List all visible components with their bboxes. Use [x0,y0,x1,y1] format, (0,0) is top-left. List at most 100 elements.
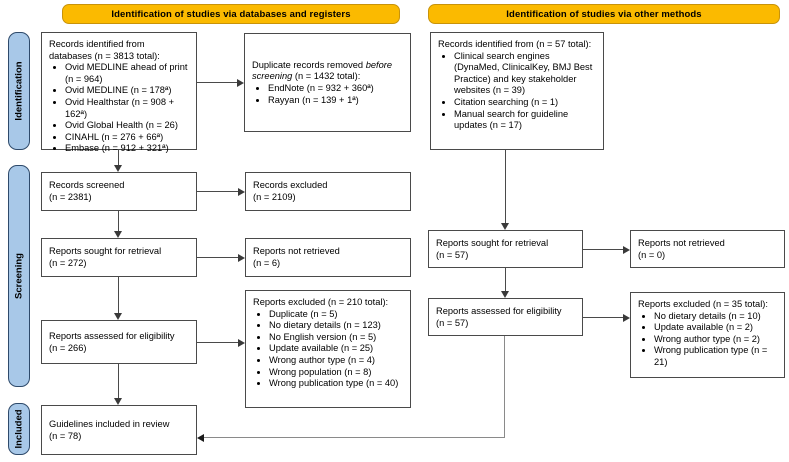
reports-assessed-line2: (n = 266) [49,342,87,353]
box-reports-sought-retrieval: Reports sought for retrieval (n = 272) [41,238,197,277]
box-reports-assessed-eligibility-other: Reports assessed for eligibility (n = 57… [428,298,583,336]
included-line1: Guidelines included in review [49,418,170,429]
box-reports-not-retrieved: Reports not retrieved (n = 6) [245,238,411,277]
included-line2: (n = 78) [49,430,82,441]
list-item: Rayyan (n = 139 + 1ª) [268,95,403,107]
list-item: Citation searching (n = 1) [454,97,596,109]
stage-label-identification: Identification [13,61,25,121]
duplicates-title-italic: before screening [252,59,393,82]
list-item: Ovid Healthstar (n = 908 + 162ª) [65,97,189,120]
records-identified-title: Records identified from databases (n = 3… [49,39,160,61]
reports-sought-line2: (n = 272) [49,258,87,268]
reports-sought-line1: Reports sought for retrieval [49,246,162,257]
reports-excluded-list: Duplicate (n = 5) No dietary details (n … [253,309,403,390]
reports-excluded-other-title: Reports excluded (n = 35 total): [638,299,768,309]
arrowhead-assessed-to-excluded210 [238,338,245,347]
records-identified-list: Ovid MEDLINE ahead of print (n = 964) Ov… [49,62,189,155]
stage-bar-included: Included [8,403,30,455]
header-databases-registers-label: Identification of studies via databases … [111,8,351,20]
connector-screened-to-excluded [197,191,238,193]
arrowhead-other-sought-to-assessed [501,291,509,298]
connector-other-assessed-to-excluded35 [583,317,623,319]
duplicates-title-post: (n = 1432 total): [292,71,361,82]
list-item: Clinical search engines (DynaMed, Clinic… [454,51,596,97]
connector-assessed-to-excluded210 [197,342,238,344]
list-item: Manual search for guideline updates (n =… [454,109,596,132]
list-item: Update available (n = 25) [269,343,403,355]
box-reports-excluded-210: Reports excluded (n = 210 total): Duplic… [245,290,411,408]
list-item: No dietary details (n = 10) [654,311,777,323]
list-item: Embase (n = 912 + 321ª) [65,143,189,155]
arrowhead-other-identified-to-sought [501,223,509,230]
arrowhead-identified-to-screened [114,165,122,172]
list-item: Duplicate (n = 5) [269,309,403,321]
arrowhead-sought-to-assessed [114,313,122,320]
reports-assessed-other-line1: Reports assessed for eligibility [436,305,562,316]
arrowhead-sought-to-notretrieved [238,253,245,262]
box-reports-assessed-eligibility: Reports assessed for eligibility (n = 26… [41,320,197,364]
arrowhead-identified-to-duplicates [237,78,244,87]
stage-bar-screening: Screening [8,165,30,387]
arrowhead-screened-to-sought [114,231,122,238]
records-excluded-line2: (n = 2109) [253,192,296,202]
connector-other-assessed-to-included [200,437,505,439]
list-item: Ovid Global Health (n = 26) [65,120,189,132]
reports-excluded-title: Reports excluded (n = 210 total): [253,297,389,307]
box-records-identified-databases: Records identified from databases (n = 3… [41,32,197,153]
connector-screened-to-sought [118,211,120,231]
reports-not-retrieved-other-line1: Reports not retrieved [638,237,725,248]
duplicates-title: Duplicate records removed before screeni… [252,60,403,83]
connector-sought-to-assessed [118,277,120,313]
arrowhead-other-assessed-to-excluded35 [623,313,630,322]
connector-identified-to-duplicates [197,82,237,84]
list-item: CINAHL (n = 276 + 66ª) [65,132,189,144]
records-identified-other-title: Records identified from (n = 57 total): [438,39,592,49]
records-identified-other-list: Clinical search engines (DynaMed, Clinic… [438,51,596,132]
box-records-screened: Records screened (n = 2381) [41,172,197,211]
list-item: No dietary details (n = 123) [269,320,403,332]
duplicates-list: EndNote (n = 932 + 360ª) Rayyan (n = 139… [252,83,403,106]
list-item: Wrong author type (n = 2) [654,334,777,346]
connector-identified-to-screened [118,150,120,165]
connector-sought-to-notretrieved [197,257,238,259]
box-reports-excluded-35: Reports excluded (n = 35 total): No diet… [630,292,785,378]
list-item: Wrong publication type (n = 40) [269,378,403,390]
stage-bar-identification: Identification [8,32,30,150]
records-excluded-line1: Records excluded [253,180,328,191]
list-item: Ovid MEDLINE (n = 178ª) [65,85,189,97]
header-other-methods-label: Identification of studies via other meth… [506,8,702,20]
connector-other-assessed-down [504,336,506,438]
box-records-identified-other: Records identified from (n = 57 total): … [430,32,604,150]
connector-assessed-to-included [118,364,120,398]
arrowhead-screened-to-excluded [238,187,245,196]
reports-excluded-other-list: No dietary details (n = 10) Update avail… [638,311,777,369]
list-item: No English version (n = 5) [269,332,403,344]
duplicates-title-pre: Duplicate records removed [252,59,366,70]
list-item: Wrong publication type (n = 21) [654,345,777,368]
records-screened-line1: Records screened [49,180,125,191]
list-item: Update available (n = 2) [654,322,777,334]
box-reports-sought-retrieval-other: Reports sought for retrieval (n = 57) [428,230,583,268]
arrowhead-assessed-to-included [114,398,122,405]
box-reports-not-retrieved-other: Reports not retrieved (n = 0) [630,230,785,268]
connector-other-identified-to-sought [505,150,507,223]
reports-not-retrieved-line2: (n = 6) [253,258,281,268]
arrowhead-other-assessed-to-included [197,433,204,442]
reports-not-retrieved-line1: Reports not retrieved [253,246,340,257]
box-records-excluded: Records excluded (n = 2109) [245,172,411,211]
list-item: Wrong author type (n = 4) [269,355,403,367]
records-screened-line2: (n = 2381) [49,192,92,202]
connector-other-sought-to-notretrieved [583,249,623,251]
stage-label-screening: Screening [13,253,25,299]
header-databases-registers: Identification of studies via databases … [62,4,400,24]
arrowhead-other-sought-to-notretrieved [623,245,630,254]
box-guidelines-included: Guidelines included in review (n = 78) [41,405,197,455]
reports-assessed-other-line2: (n = 57) [436,317,469,328]
stage-label-included: Included [13,409,25,449]
reports-sought-other-line2: (n = 57) [436,249,469,260]
list-item: Ovid MEDLINE ahead of print (n = 964) [65,62,189,85]
reports-assessed-line1: Reports assessed for eligibility [49,330,175,341]
reports-not-retrieved-other-line2: (n = 0) [638,249,666,260]
list-item: Wrong population (n = 8) [269,367,403,379]
